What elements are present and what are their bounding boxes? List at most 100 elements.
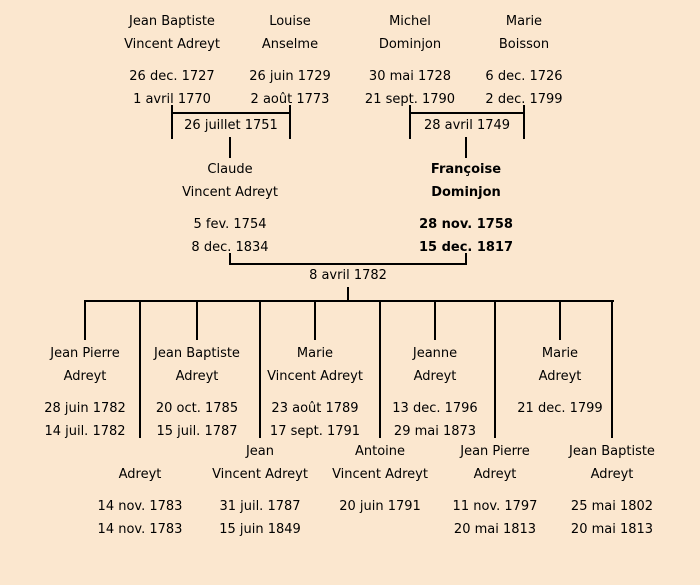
person-jeanne-adreyt: Jeanne Adreyt 13 dec. 1796 29 mai 1873 — [365, 342, 505, 443]
person-adreyt-unnamed: Adreyt 14 nov. 1783 14 nov. 1783 — [70, 440, 210, 541]
person-name-line1: Marie — [505, 14, 543, 29]
person-name-line1: Jean Baptiste — [129, 14, 215, 29]
person-name-line1: Louise — [269, 14, 311, 29]
person-marie-boisson: Marie Boisson 6 dec. 1726 2 dec. 1799 — [454, 10, 594, 111]
person-jean-vincent-adreyt: Jean Vincent Adreyt 31 juil. 1787 15 jui… — [190, 440, 330, 541]
person-name-line1: Antoine — [354, 444, 406, 459]
children-bus-line — [84, 300, 614, 302]
person-jean-pierre-adreyt-1782: Jean Pierre Adreyt 28 juin 1782 14 juil.… — [15, 342, 155, 443]
birth-date: 30 mai 1728 — [368, 69, 452, 84]
child2-drop-line — [139, 300, 141, 438]
marriage3-left-line — [229, 253, 231, 265]
birth-date: 28 nov. 1758 — [419, 217, 513, 232]
person-name-line1: Jean — [245, 444, 275, 459]
person-name-line2: Adreyt — [118, 467, 162, 482]
death-date: 15 juin 1849 — [219, 522, 301, 537]
marriage3-right-line — [465, 253, 467, 265]
person-name-line1: Michel — [389, 14, 431, 29]
person-name-line2: Adreyt — [63, 369, 107, 384]
person-marie-vincent-adreyt: Marie Vincent Adreyt 23 août 1789 17 sep… — [245, 342, 385, 443]
marriage2-right-line — [523, 105, 525, 139]
death-date: 17 sept. 1791 — [269, 424, 361, 439]
death-date: 2 dec. 1799 — [485, 92, 563, 107]
person-michel-dominjon: Michel Dominjon 30 mai 1728 21 sept. 179… — [340, 10, 480, 111]
marriage1-right-line — [289, 105, 291, 139]
child10-drop-line — [611, 300, 613, 438]
death-date: 2 août 1773 — [250, 92, 330, 107]
birth-date: 26 dec. 1727 — [129, 69, 215, 84]
person-name-line2: Adreyt — [413, 369, 457, 384]
child9-drop-line — [559, 300, 561, 340]
person-name-line1: Jean Baptiste — [154, 346, 240, 361]
death-date: 8 dec. 1834 — [191, 240, 269, 255]
marriage1-date-label: 26 juillet 1751 — [184, 118, 278, 133]
death-date: 20 mai 1813 — [453, 522, 537, 537]
marriage1-top-line — [171, 112, 291, 114]
person-name-line2: Vincent Adreyt — [124, 37, 220, 52]
person-name-line1: Jeanne — [412, 346, 458, 361]
person-name-line1: Claude — [207, 162, 253, 177]
birth-date: 25 mai 1802 — [570, 499, 654, 514]
person-louise-anselme: Louise Anselme 26 juin 1729 2 août 1773 — [220, 10, 360, 111]
person-jean-pierre-adreyt-1797: Jean Pierre Adreyt 11 nov. 1797 20 mai 1… — [425, 440, 565, 541]
child1-drop-line — [84, 300, 86, 340]
death-date: 15 juil. 1787 — [156, 424, 238, 439]
child6-drop-line — [379, 300, 381, 438]
birth-date: 28 juin 1782 — [44, 401, 126, 416]
death-date: 14 juil. 1782 — [44, 424, 126, 439]
person-name-line2: Vincent Adreyt — [182, 185, 278, 200]
birth-date: 26 juin 1729 — [249, 69, 331, 84]
marriage2-child-drop-line — [465, 137, 467, 158]
person-name-line1: Françoise — [430, 162, 502, 177]
person-claude-vincent-adreyt: Claude Vincent Adreyt 5 fev. 1754 8 dec.… — [160, 158, 300, 259]
person-name-line1 — [70, 440, 210, 463]
person-marie-adreyt: Marie Adreyt 21 dec. 1799 — [490, 342, 630, 443]
person-name-line2: Vincent Adreyt — [212, 467, 308, 482]
person-name-line1: Jean Pierre — [460, 444, 530, 459]
child7-drop-line — [434, 300, 436, 340]
person-name-line2: Adreyt — [538, 369, 582, 384]
person-name-line2: Dominjon — [431, 185, 501, 200]
person-antoine-vincent-adreyt: Antoine Vincent Adreyt 20 juin 1791 — [310, 440, 450, 541]
birth-date: 31 juil. 1787 — [219, 499, 301, 514]
person-name-line2: Vincent Adreyt — [267, 369, 363, 384]
marriage3-top-line — [229, 263, 467, 265]
child5-drop-line — [314, 300, 316, 340]
birth-date: 11 nov. 1797 — [452, 499, 538, 514]
child4-drop-line — [259, 300, 261, 438]
birth-date: 21 dec. 1799 — [517, 401, 603, 416]
birth-date: 20 oct. 1785 — [155, 401, 239, 416]
birth-date: 23 août 1789 — [271, 401, 359, 416]
birth-date: 20 juin 1791 — [339, 499, 421, 514]
person-name-line1: Jean Pierre — [50, 346, 120, 361]
person-name-line2: Vincent Adreyt — [332, 467, 428, 482]
death-date: 29 mai 1873 — [393, 424, 477, 439]
death-date: 20 mai 1813 — [570, 522, 654, 537]
person-jean-baptiste-adreyt-1802: Jean Baptiste Adreyt 25 mai 1802 20 mai … — [542, 440, 682, 541]
person-name-line2: Adreyt — [175, 369, 219, 384]
person-name-line2: Anselme — [261, 37, 319, 52]
person-jean-baptiste-adreyt-1785: Jean Baptiste Adreyt 20 oct. 1785 15 jui… — [127, 342, 267, 443]
marriage1-child-drop-line — [229, 137, 231, 158]
person-name-line2: Adreyt — [590, 467, 634, 482]
death-date: 15 dec. 1817 — [418, 240, 514, 255]
death-date: 21 sept. 1790 — [364, 92, 456, 107]
marriage3-date-label: 8 avril 1782 — [309, 268, 387, 283]
person-name-line1: Jean Baptiste — [569, 444, 655, 459]
marriage1-left-line — [171, 105, 173, 139]
person-francoise-dominjon: Françoise Dominjon 28 nov. 1758 15 dec. … — [396, 158, 536, 259]
person-name-line2: Boisson — [498, 37, 550, 52]
person-jean-baptiste-vincent-adreyt: Jean Baptiste Vincent Adreyt 26 dec. 172… — [102, 10, 242, 111]
person-name-line1: Marie — [541, 346, 579, 361]
birth-date: 5 fev. 1754 — [193, 217, 267, 232]
child3-drop-line — [196, 300, 198, 340]
marriage2-date-label: 28 avril 1749 — [423, 118, 511, 133]
person-name-line2: Adreyt — [473, 467, 517, 482]
birth-date: 14 nov. 1783 — [97, 499, 183, 514]
birth-date: 6 dec. 1726 — [485, 69, 563, 84]
child8-drop-line — [494, 300, 496, 438]
marriage2-left-line — [409, 105, 411, 139]
person-name-line1: Marie — [296, 346, 334, 361]
death-date: 1 avril 1770 — [133, 92, 211, 107]
